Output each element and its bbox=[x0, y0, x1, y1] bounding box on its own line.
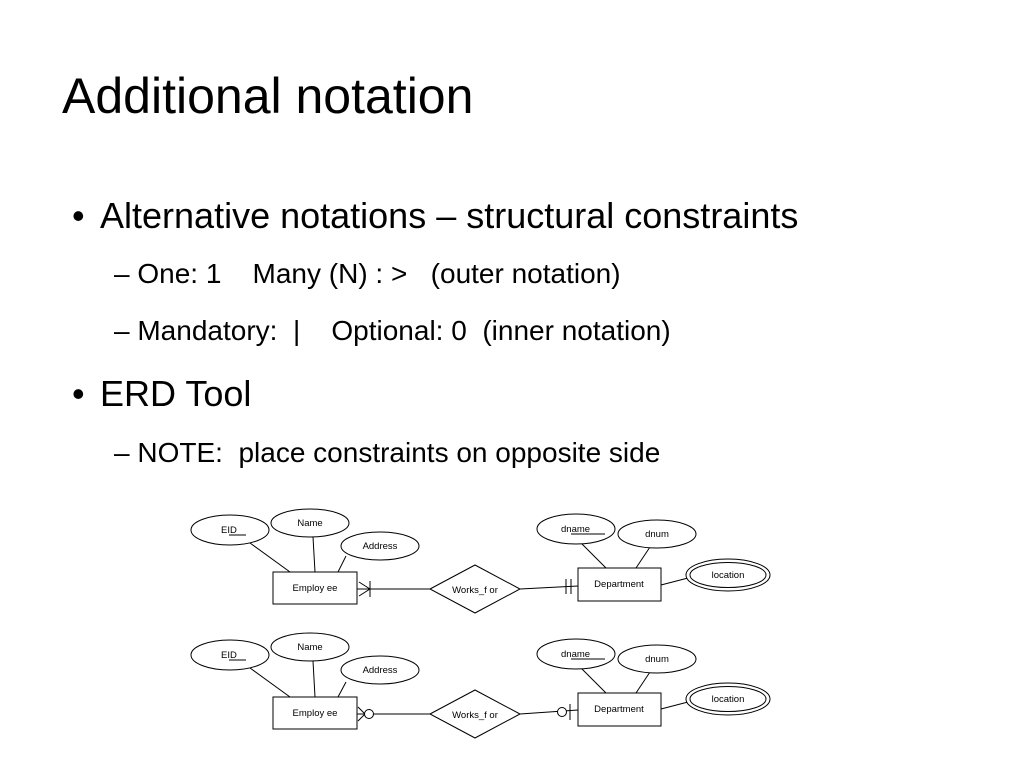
attribute-dnum-label: dnum bbox=[645, 654, 669, 665]
relationship-works-for bbox=[428, 564, 522, 614]
entity-employee-label: Employ ee bbox=[293, 708, 338, 719]
attribute-location-inner bbox=[689, 562, 767, 588]
attribute-name-label: Name bbox=[297, 518, 322, 529]
sub-bullet-1-1: – One: 1 Many (N) : > (outer notation) bbox=[114, 258, 621, 289]
line-location-department bbox=[660, 577, 689, 586]
attribute-location-label: location bbox=[712, 570, 745, 581]
sub-bullet-2-1: – NOTE: place constraints on opposite si… bbox=[114, 437, 661, 468]
line-address-employee bbox=[337, 555, 347, 573]
line-dnum-department bbox=[635, 546, 651, 569]
bullet-glyph: • bbox=[72, 373, 85, 414]
line-location-department bbox=[660, 701, 689, 710]
attribute-address bbox=[340, 531, 420, 561]
bullet-glyph: • bbox=[72, 195, 85, 236]
attribute-address-label: Address bbox=[363, 665, 398, 676]
line-eid-employee bbox=[249, 542, 291, 573]
constraint-optional-many-icon bbox=[357, 706, 374, 722]
attribute-dname-label: dname bbox=[561, 524, 590, 535]
constraint-mandatory-one-icon bbox=[565, 579, 572, 594]
line-address-employee bbox=[337, 681, 347, 698]
line-name-employee bbox=[312, 660, 316, 698]
entity-employee bbox=[272, 571, 358, 605]
sub-bullet-1-2: – Mandatory: | Optional: 0 (inner notati… bbox=[114, 315, 671, 346]
attribute-eid bbox=[190, 639, 270, 671]
attribute-location-multivalued bbox=[685, 558, 771, 592]
line-name-employee bbox=[312, 536, 316, 573]
attribute-dnum-label: dnum bbox=[645, 529, 669, 540]
entity-employee-label: Employ ee bbox=[293, 583, 338, 594]
entity-department-label: Department bbox=[594, 579, 644, 590]
relationship-label: Works_f or bbox=[452, 710, 498, 721]
line-eid-employee bbox=[249, 667, 291, 698]
attribute-name bbox=[270, 508, 350, 538]
line-dname-department bbox=[579, 541, 607, 569]
attribute-dnum bbox=[617, 519, 697, 549]
line-dnum-department bbox=[635, 671, 651, 694]
attribute-eid-label: EID bbox=[221, 525, 237, 536]
constraint-mandatory-many-icon bbox=[358, 581, 371, 597]
attribute-location-inner bbox=[689, 686, 767, 712]
attribute-dname-label: dname bbox=[561, 649, 590, 660]
attribute-eid bbox=[190, 514, 270, 546]
attribute-address-label: Address bbox=[363, 541, 398, 552]
erd-diagram-2: Employ ee Department Works_f or EID Name… bbox=[190, 632, 771, 739]
entity-department bbox=[577, 567, 662, 602]
bullet-item-2: • ERD Tool bbox=[72, 372, 251, 416]
attribute-name-label: Name bbox=[297, 642, 322, 653]
line-dname-department bbox=[579, 666, 607, 694]
bullet-text: Alternative notations – structural const… bbox=[100, 195, 799, 236]
relationship-works-for bbox=[428, 689, 522, 739]
relationship-label: Works_f or bbox=[452, 585, 498, 596]
line-rel-department bbox=[519, 709, 579, 715]
line-rel-department bbox=[519, 585, 579, 590]
entity-employee bbox=[272, 696, 358, 730]
attribute-eid-label: EID bbox=[221, 650, 237, 661]
bullet-item-1: • Alternative notations – structural cons… bbox=[72, 194, 798, 238]
slide-title: Additional notation bbox=[62, 68, 474, 124]
attribute-location-multivalued bbox=[685, 682, 771, 716]
attribute-name bbox=[270, 632, 350, 662]
entity-department-label: Department bbox=[594, 704, 644, 715]
erd-diagram-1: Employ ee Department Works_f or EID Name… bbox=[190, 508, 771, 614]
attribute-dname bbox=[536, 638, 616, 670]
attribute-location-label: location bbox=[712, 694, 745, 705]
bullet-text: ERD Tool bbox=[100, 373, 252, 414]
attribute-dnum bbox=[617, 644, 697, 674]
entity-department bbox=[577, 692, 662, 727]
attribute-address bbox=[340, 655, 420, 685]
constraint-optional-one-icon bbox=[557, 704, 571, 720]
bullet-list: • Alternative notations – structural cons… bbox=[72, 194, 798, 468]
attribute-dname bbox=[536, 513, 616, 545]
